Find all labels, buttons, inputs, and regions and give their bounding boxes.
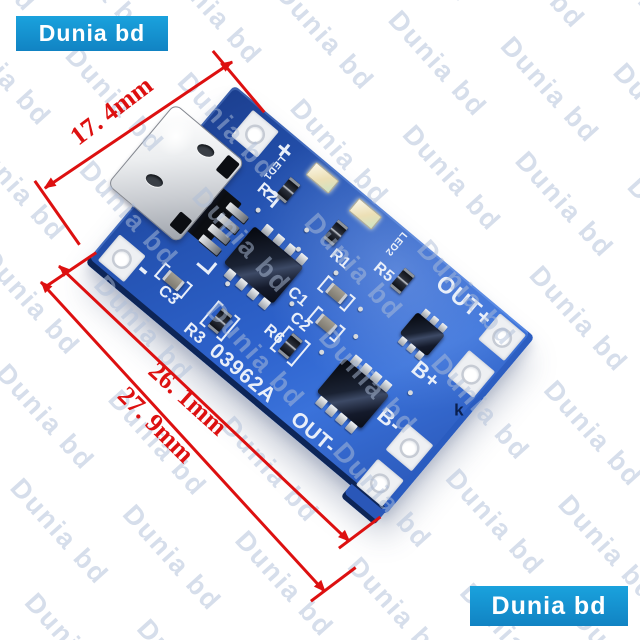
ic-pin — [272, 233, 286, 247]
ic-pin — [234, 277, 249, 292]
ic-pin — [260, 223, 275, 237]
solder-dot — [303, 226, 311, 234]
ic-pin — [405, 342, 417, 354]
silk-led1: LED1 — [261, 153, 288, 182]
usb-anchor — [215, 154, 240, 180]
watermark-text: Dunia bd — [368, 0, 478, 8]
solder-dot — [356, 305, 365, 313]
watermark-text: Dunia bd — [396, 119, 508, 237]
watermark-text: Dunia bd — [636, 286, 640, 404]
ic-pin — [359, 362, 373, 376]
seller-badge-bottom-right: Dunia bd — [470, 586, 628, 626]
ic-pin — [344, 420, 358, 435]
watermark-text: Dunia bd — [341, 551, 453, 640]
watermark-text: Dunia bd — [131, 613, 241, 640]
watermark-text: Dunia bd — [382, 4, 493, 123]
silk-bracket — [196, 253, 218, 275]
resistor-r1 — [323, 219, 349, 247]
usb-shell-hole — [143, 171, 165, 190]
solder-dot — [332, 269, 340, 277]
watermark-text: Dunia bd — [0, 446, 2, 564]
silk-r1: R1 — [326, 245, 354, 273]
watermark-text: Dunia bd — [593, 0, 640, 60]
solder-dot — [406, 389, 414, 397]
watermark-text: Dunia bd — [0, 358, 101, 476]
pcb-board: + - LED1 LED2 R2 R1 R5 C1 C2 C3 R6 R3 03… — [85, 85, 535, 526]
ic-pin — [397, 335, 408, 347]
watermark-text: Dunia bd — [157, 0, 268, 71]
capacitor-c1 — [324, 282, 348, 305]
watermark-text: Dunia bd — [439, 463, 551, 581]
ic-pin — [295, 252, 309, 266]
ic-pin — [437, 322, 448, 334]
watermark-text: Dunia bd — [0, 243, 86, 362]
led2-component — [348, 197, 383, 231]
watermark-text: Dunia bd — [621, 171, 640, 290]
watermark-text: Dunia bd — [0, 128, 72, 247]
watermark-text: Dunia bd — [4, 472, 114, 590]
ic-pin — [429, 315, 440, 327]
protection-ic — [397, 308, 448, 361]
watermark-text: Dunia bd — [0, 0, 43, 18]
ic-pin — [314, 395, 329, 409]
ic-pin — [223, 267, 237, 282]
silk-c1: C1 — [284, 283, 312, 311]
seller-badge-label: Dunia bd — [491, 591, 607, 620]
ic-pin — [349, 354, 363, 368]
solder-dot — [352, 332, 360, 340]
watermark-text: Dunia bd — [481, 0, 591, 34]
silk-edge-mark: k — [454, 400, 465, 420]
watermark-text: Dunia bd — [523, 259, 634, 378]
watermark-text: Dunia bd — [116, 498, 228, 617]
extension-line — [44, 251, 98, 289]
solder-dot — [254, 206, 262, 214]
led1-component — [305, 161, 340, 195]
resistor-r3 — [207, 307, 233, 335]
usb-shell-hole — [195, 141, 217, 160]
ic-pin — [246, 287, 260, 301]
pad-b-plus — [447, 349, 496, 398]
watermark-text: Dunia bd — [509, 145, 620, 264]
capacitor-c2 — [314, 313, 338, 336]
silk-model: 03962A — [204, 339, 281, 408]
ic-pin — [369, 370, 383, 385]
watermark-text: Dunia bd — [538, 374, 640, 493]
watermark-text: Dunia bd — [607, 57, 640, 175]
ic-pin — [324, 403, 339, 418]
ic-pin — [334, 412, 349, 426]
silk-led2: LED2 — [382, 229, 409, 258]
silk-b-plus: B+ — [406, 355, 446, 394]
seller-badge-label: Dunia bd — [38, 20, 146, 46]
watermark-text: Dunia bd — [494, 30, 606, 149]
watermark-text: Dunia bd — [269, 0, 381, 97]
watermark-text: Dunia bd — [19, 587, 129, 640]
watermark-text: Dunia bd — [0, 561, 17, 640]
seller-badge-top-left: Dunia bd — [16, 16, 168, 51]
solder-dot — [318, 348, 326, 356]
ic-pin — [420, 308, 432, 319]
extension-line — [33, 180, 81, 246]
ic-pin — [257, 296, 272, 311]
ic-pin — [379, 379, 393, 393]
